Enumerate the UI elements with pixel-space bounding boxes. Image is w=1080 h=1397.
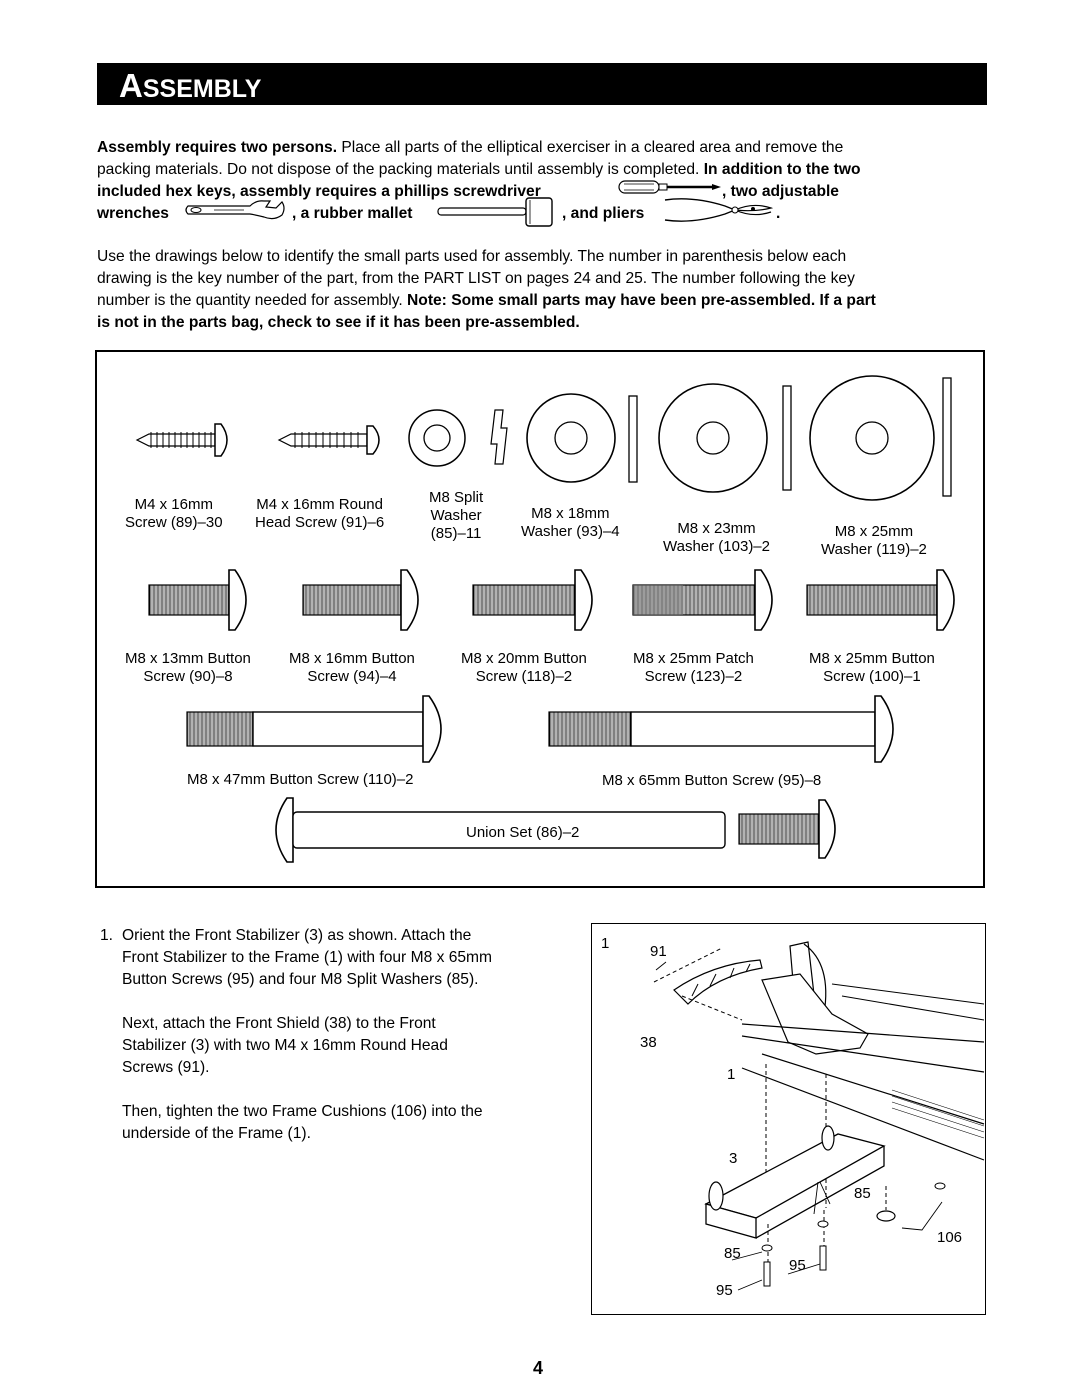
diagram-step-number: 1	[601, 935, 610, 952]
screw-90-icon	[148, 569, 247, 631]
tools-wrenches: wrenches	[97, 205, 169, 222]
washer-93-icon	[526, 393, 638, 483]
tools-mallet: , a rubber mallet	[292, 205, 413, 222]
section-title: ASSEMBLY	[119, 67, 262, 104]
intro-paragraph: Assembly requires two persons. Place all…	[97, 139, 861, 178]
screw-91-icon	[277, 425, 380, 455]
tools-line-1-end: , two adjustable	[722, 183, 839, 200]
callout-38: 38	[640, 1034, 657, 1051]
screw-123-icon	[632, 569, 773, 631]
rubber-mallet-icon	[437, 197, 553, 227]
washer-119-icon	[809, 375, 952, 501]
section-header-bar: ASSEMBLY	[97, 63, 987, 105]
parts-instructions: Use the drawings below to identify the s…	[97, 248, 876, 331]
screwdriver-icon	[618, 180, 721, 194]
callout-85-right: 85	[854, 1185, 871, 1202]
part-label-95: M8 x 65mm Button Screw (95)–8	[602, 772, 822, 789]
parts-drawings	[135, 375, 955, 863]
callout-91: 91	[650, 943, 667, 960]
tools-period: .	[776, 205, 781, 222]
callout-106: 106	[937, 1229, 963, 1246]
part-label-86: Union Set (86)–2	[464, 824, 582, 842]
screw-95-icon	[548, 695, 894, 763]
wrench-icon	[185, 200, 285, 220]
screw-89-icon	[135, 423, 228, 457]
screw-110-icon	[186, 695, 442, 763]
step-1-number: 1.	[100, 927, 114, 944]
tools-line-1: included hex keys, assembly requires a p…	[97, 183, 541, 200]
pliers-icon	[664, 198, 774, 222]
screw-94-icon	[302, 569, 419, 631]
washer-103-icon	[658, 383, 792, 493]
screw-118-icon	[472, 569, 593, 631]
callout-3: 3	[729, 1150, 738, 1167]
step-1-text: Orient the Front Stabilizer (3) as shown…	[122, 927, 493, 1142]
part-label-110: M8 x 47mm Button Screw (110)–2	[187, 771, 414, 788]
tools-pliers: , and pliers	[562, 205, 645, 222]
frame-assembly-drawing	[653, 941, 985, 1291]
callout-85-left: 85	[724, 1245, 741, 1262]
screw-100-icon	[806, 569, 955, 631]
step-1-diagram: 1 91 38 1 3 85 106 85 95 95	[591, 923, 986, 1315]
callout-1: 1	[727, 1066, 736, 1083]
callout-95-left: 95	[716, 1282, 733, 1299]
callout-95-right: 95	[789, 1257, 806, 1274]
page-number: 4	[533, 1358, 544, 1378]
split-washer-85-icon	[408, 409, 508, 467]
